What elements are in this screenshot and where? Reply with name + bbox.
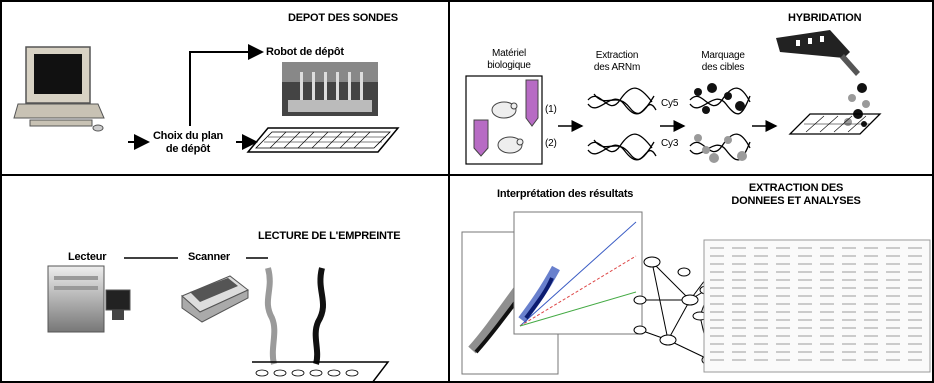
rna-strands-extraction: [587, 87, 657, 161]
microarray-slide-lecture: [236, 361, 390, 383]
robot-photo: [282, 62, 378, 116]
arrow-choix-to-robot: [189, 44, 264, 126]
reader-computer-icon: [47, 265, 131, 333]
cy5-label: Cy5: [661, 98, 679, 109]
path-1-label: (1): [545, 104, 557, 115]
cy3-label: Cy3: [661, 138, 679, 149]
computer-icon: [13, 46, 105, 132]
microarray-slide-hybridation: [788, 113, 882, 135]
scanner-icon: [181, 275, 249, 323]
scan-beam-cy5: [312, 267, 327, 365]
interpretation-label: Interprétation des résultats: [497, 188, 634, 200]
scatter-plot-front: [513, 211, 643, 335]
analyse-title: EXTRACTION DES DONNEES ET ANALYSES: [731, 182, 861, 207]
extraction-label: Extraction des ARNm: [593, 50, 641, 73]
hybridation-title: HYBRIDATION: [788, 12, 862, 24]
labelled-targets: [689, 83, 751, 163]
choix-plan-label: Choix du plan de dépôt: [152, 130, 224, 155]
scan-beam-cy3: [264, 267, 278, 365]
materiel-label: Matériel biologique: [487, 48, 531, 71]
droplets: [844, 83, 870, 127]
scanner-label: Scanner: [188, 251, 231, 263]
horizontal-divider: [0, 174, 934, 176]
path-2-label: (2): [545, 138, 557, 149]
pipette-icon: [776, 30, 860, 76]
robot-label: Robot de dépôt: [266, 46, 344, 58]
data-table: [703, 239, 931, 373]
lecture-title: LECTURE DE L'EMPREINTE: [258, 230, 401, 242]
microarray-slide-depot: [246, 127, 400, 153]
depot-title: DEPOT DES SONDES: [288, 12, 398, 24]
lecteur-label: Lecteur: [68, 251, 107, 263]
vertical-divider: [448, 0, 450, 383]
marquage-label: Marquage des cibles: [701, 50, 745, 73]
biological-material-box: [465, 75, 543, 165]
